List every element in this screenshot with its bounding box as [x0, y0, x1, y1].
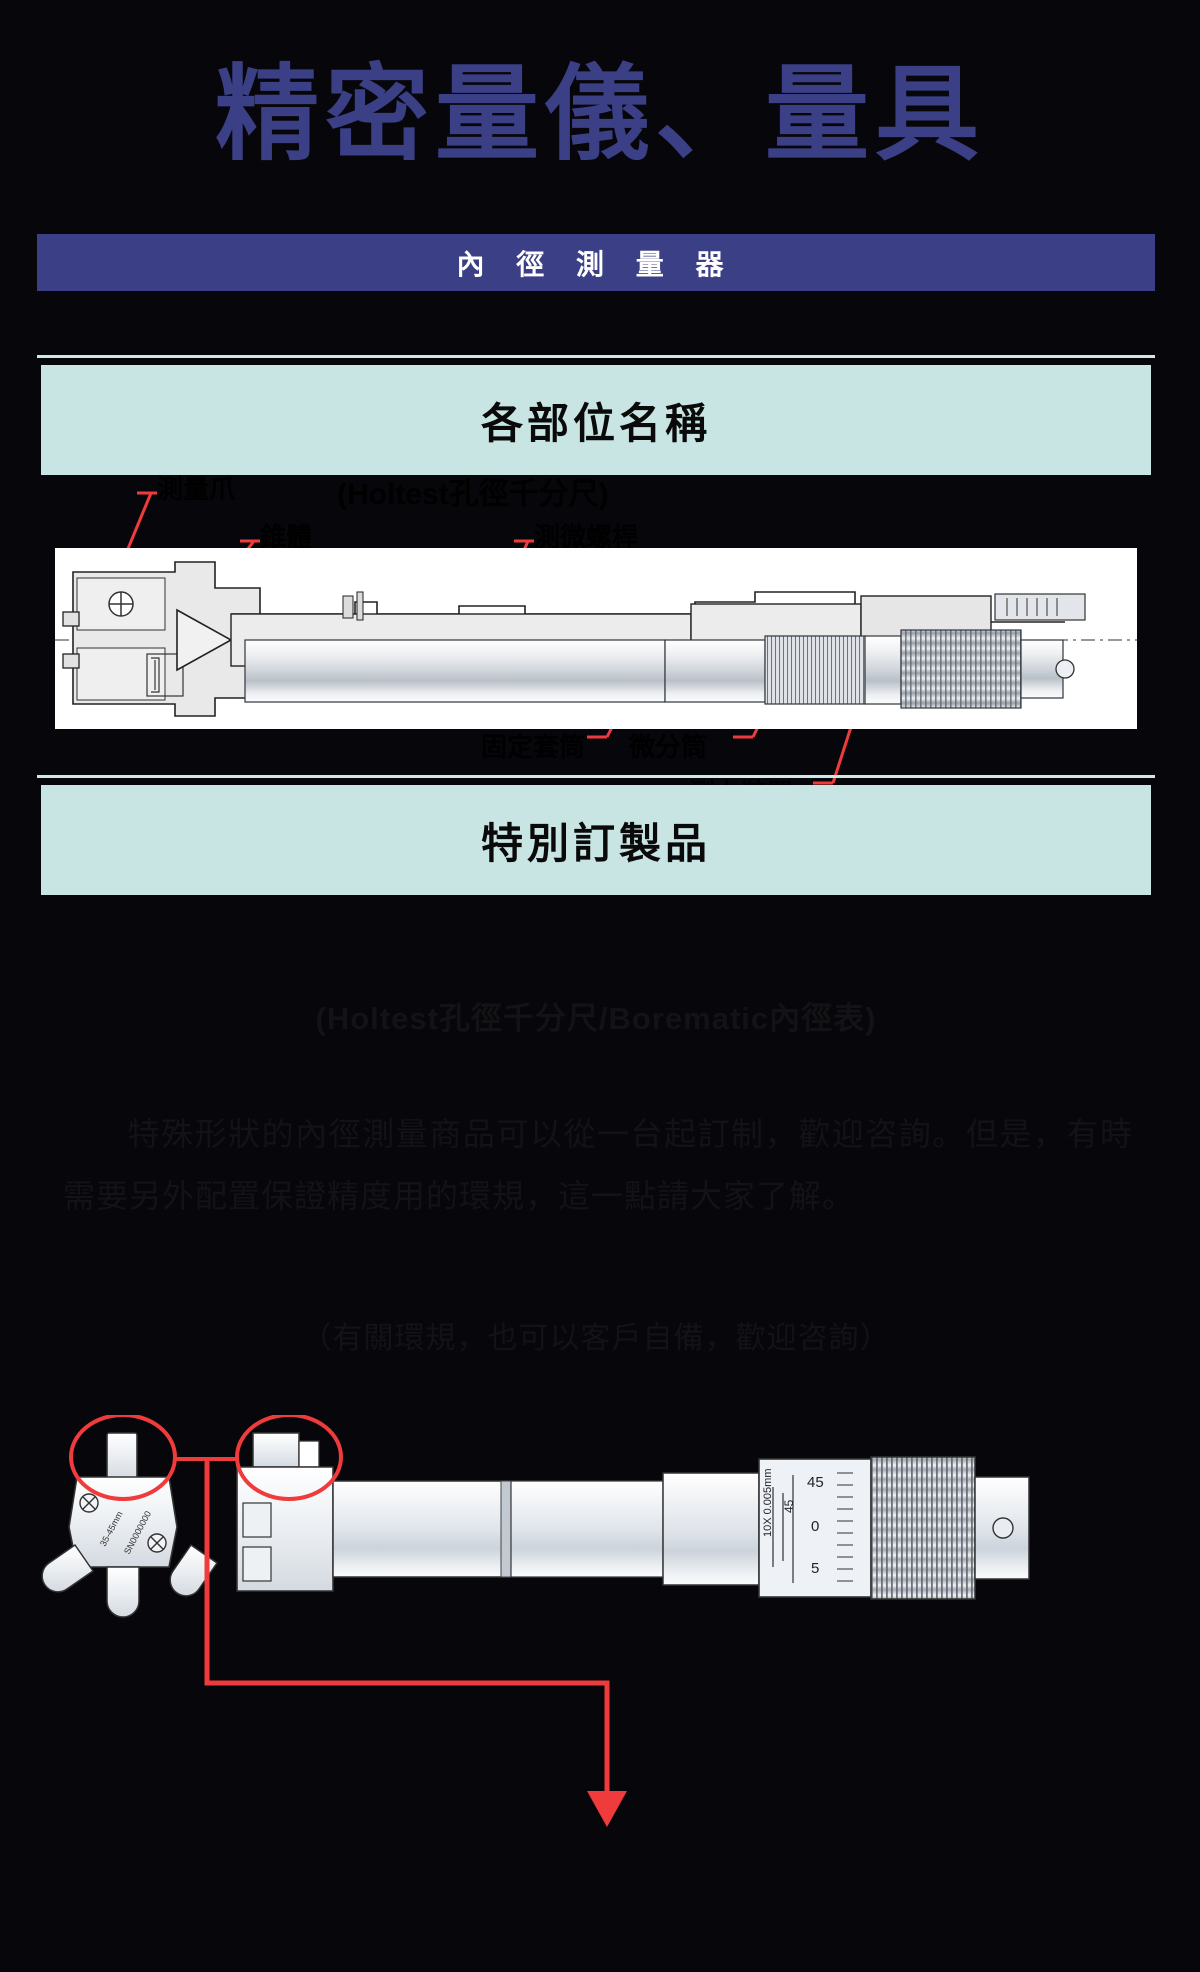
holtest-svg — [55, 561, 1137, 717]
scale-mark-5: 5 — [811, 1560, 819, 1577]
section-header-special-order: 特別訂製品 — [41, 785, 1151, 895]
parts-diagram-panel: (Holtest孔徑千分尺) 測量爪 錐體 測微螺桿 固定套筒 微分筒 測力裝置 — [41, 474, 1151, 808]
custom-product-illustration: 35-45mm SN0000000 — [41, 1413, 1151, 1845]
label-fixed-sleeve: 固定套筒 — [481, 732, 586, 762]
paragraph-text: 特殊形狀的內徑測量商品可以從一台起訂制，歡迎咨詢。但是，有時需要另外配置保證精度… — [63, 1116, 1133, 1214]
page-title: 精密量儀、量具 — [214, 57, 985, 173]
section-header-parts-name: 各部位名稱 — [41, 365, 1151, 475]
callout-route — [204, 1459, 610, 1793]
scale-vertical-label: 45 — [782, 1499, 796, 1513]
section-top-rule — [37, 355, 1155, 358]
label-thimble: 微分筒 — [629, 732, 708, 762]
section-parts-name: 各部位名稱 (Holtest孔徑千分尺) 測量爪 錐體 測微螺桿 固定套筒 微分… — [0, 355, 1200, 808]
label-micrometer-screw: 測微螺桿 — [534, 522, 639, 552]
extension-body — [236, 1432, 664, 1592]
label-measuring-jaw: 測量爪 — [157, 474, 236, 504]
special-order-body: (Holtest孔徑千分尺/Borematic內徑表) 特殊形狀的內徑測量商品可… — [41, 895, 1151, 1965]
section-special-order: 特別訂製品 (Holtest孔徑千分尺/Borematic內徑表) 特殊形狀的內… — [0, 775, 1200, 1972]
micrometer-barrel: 10X 0.005mm 45 45 0 5 — [662, 1456, 1030, 1600]
section-title: 各部位名稱 — [480, 399, 711, 447]
special-order-paragraph: 特殊形狀的內徑測量商品可以從一台起訂制，歡迎咨詢。但是，有時需要另外配置保證精度… — [63, 1103, 1133, 1227]
special-order-note: （有關環規，也可以客戶自備，歡迎咨詢） — [301, 1322, 891, 1355]
diagram-caption: (Holtest孔徑千分尺) — [337, 478, 609, 511]
scale-mark-45: 45 — [807, 1474, 824, 1491]
scale-mark-0: 0 — [811, 1518, 819, 1535]
section-top-rule-2 — [37, 775, 1155, 778]
special-order-subtitle: (Holtest孔徑千分尺/Borematic內徑表) — [315, 1001, 877, 1036]
banner-subtitle: 內 徑 測 量 器 — [456, 248, 736, 280]
down-arrow-icon — [587, 1791, 627, 1827]
label-cone: 錐體 — [260, 522, 313, 552]
product-svg: 35-45mm SN0000000 — [41, 1413, 1030, 1827]
section-title-2: 特別訂製品 — [480, 819, 711, 867]
scale-resolution-label: 10X 0.005mm — [762, 1469, 774, 1537]
banner-subtitle-bar: 內 徑 測 量 器 — [37, 234, 1155, 291]
holtest-line-drawing — [55, 548, 1137, 729]
